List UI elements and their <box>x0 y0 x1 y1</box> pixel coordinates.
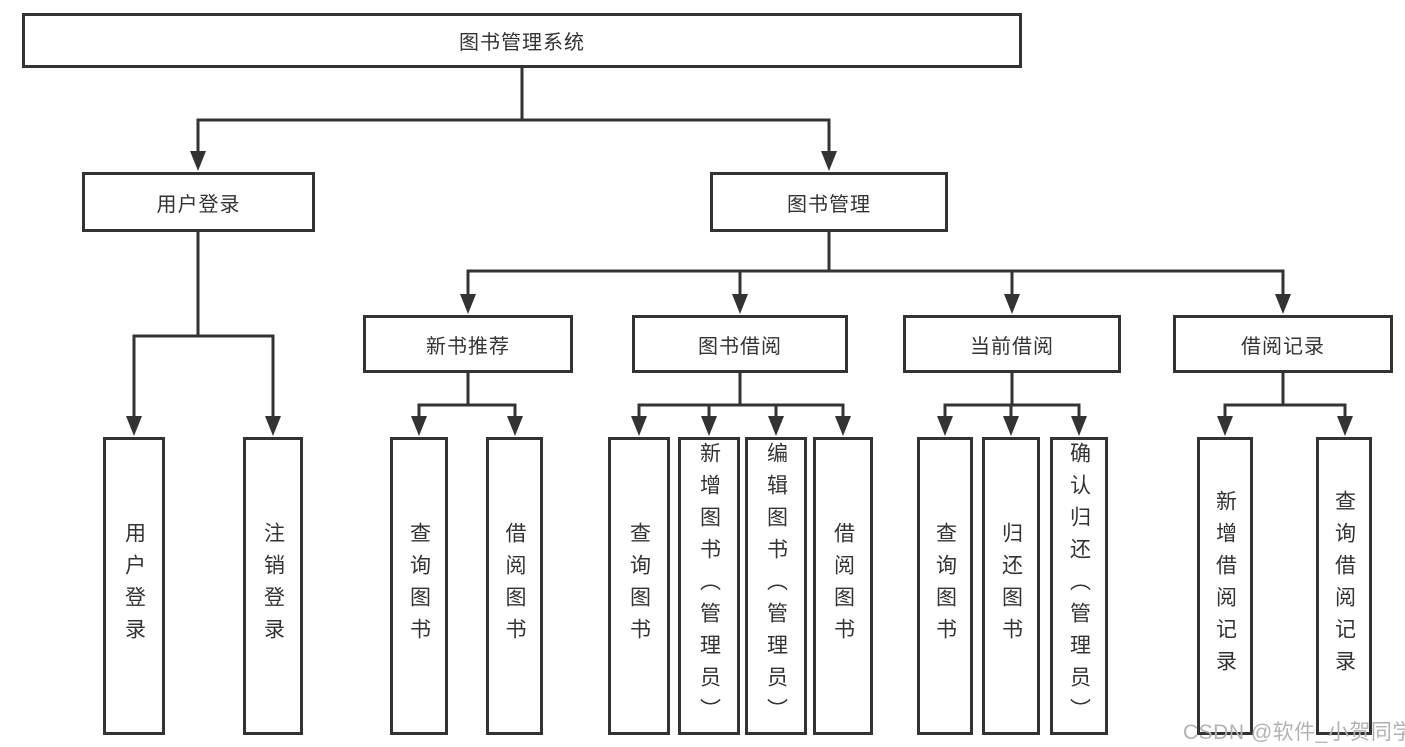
node-label: 用户登录 <box>122 522 146 650</box>
node-label: 新增借阅记录 <box>1213 490 1237 682</box>
node-book-borrowing: 图书借阅 <box>632 315 848 373</box>
node-label: 借阅记录 <box>1241 335 1325 358</box>
node-label: 查询图书 <box>627 522 651 650</box>
leaf-query-books-recommend: 查询图书 <box>390 437 448 735</box>
node-label: 新书推荐 <box>426 335 510 358</box>
node-library-management-system: 图书管理系统 <box>22 13 1022 68</box>
node-label: 归还图书 <box>999 522 1023 650</box>
leaf-query-books-borrowing: 查询图书 <box>608 437 670 735</box>
leaf-query-books-current: 查询图书 <box>917 437 973 735</box>
node-label: 用户登录 <box>156 193 241 216</box>
leaf-query-borrow-record: 查询借阅记录 <box>1316 437 1372 735</box>
node-label: 查询借阅记录 <box>1332 490 1356 682</box>
node-label: 图书借阅 <box>698 335 782 358</box>
leaf-user-login: 用户登录 <box>103 437 165 735</box>
node-user-login: 用户登录 <box>82 172 315 232</box>
leaf-logout-login: 注销登录 <box>243 437 303 735</box>
leaf-edit-books-admin: 编辑图书（管理员） <box>745 437 807 735</box>
arrowheads <box>126 151 1353 436</box>
csdn-watermark: CSDN @软件_小贺同学 <box>1183 721 1405 744</box>
node-label: 注销登录 <box>261 522 285 650</box>
leaf-confirm-return-admin: 确认归还（管理员） <box>1050 437 1108 735</box>
node-label: 新增图书（管理员） <box>697 442 721 730</box>
node-label: 确认归还（管理员） <box>1067 442 1091 730</box>
leaf-add-books-admin: 新增图书（管理员） <box>678 437 740 735</box>
node-book-management: 图书管理 <box>710 172 948 232</box>
node-label: 查询图书 <box>933 522 957 650</box>
node-label: 图书管理 <box>787 193 871 216</box>
node-label: 当前借阅 <box>970 335 1054 358</box>
node-borrowing-records: 借阅记录 <box>1173 315 1393 373</box>
leaf-return-books: 归还图书 <box>982 437 1040 735</box>
leaf-borrow-books-borrowing: 借阅图书 <box>813 437 873 735</box>
node-new-book-recommendation: 新书推荐 <box>363 315 573 373</box>
leaf-borrow-books-recommend: 借阅图书 <box>486 437 543 735</box>
node-label: 编辑图书（管理员） <box>764 442 788 730</box>
leaf-add-borrow-record: 新增借阅记录 <box>1197 437 1253 735</box>
node-label: 借阅图书 <box>831 522 855 650</box>
node-label: 图书管理系统 <box>459 32 585 54</box>
node-current-borrowing: 当前借阅 <box>903 315 1121 373</box>
node-label: 借阅图书 <box>503 522 526 650</box>
node-label: 查询图书 <box>407 522 431 650</box>
